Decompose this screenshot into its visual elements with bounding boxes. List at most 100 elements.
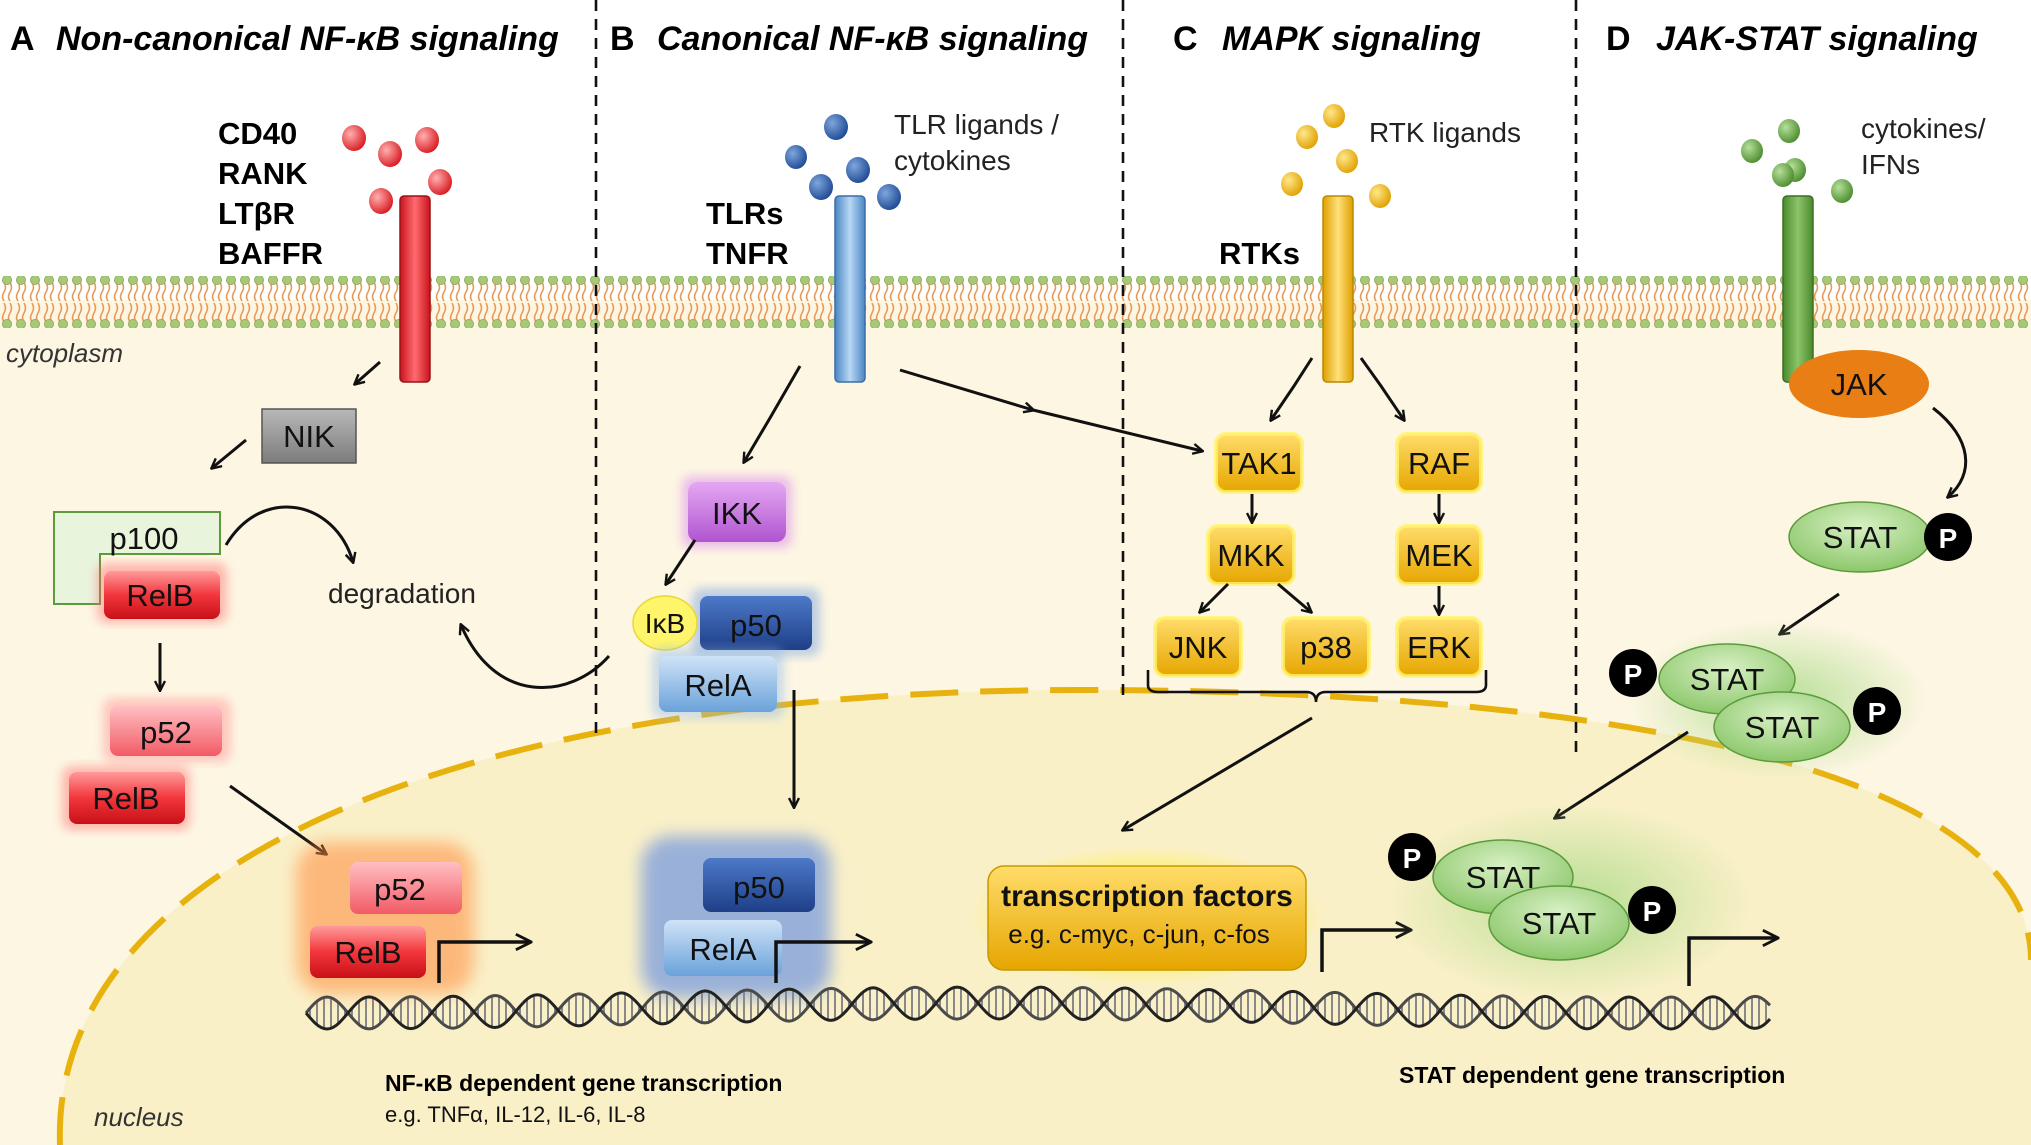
rela-node (664, 920, 782, 976)
p52-label: p52 (140, 715, 192, 750)
panel-d-letter: D (1606, 20, 1631, 58)
ikb-complex: p50 IκB RelA (632, 588, 820, 718)
dna-strand (304, 985, 1772, 1031)
ligand-dot (846, 157, 870, 183)
arrow-nik-to-p100 (212, 438, 247, 468)
phosphate-badge (1853, 687, 1901, 735)
panel-a-title: Non-canonical NF-κB signaling (56, 20, 559, 58)
ligand-dot (1336, 149, 1358, 173)
arrow-ikk-to-ikb (666, 539, 697, 584)
arrow-rtk-to-raf (1359, 357, 1404, 420)
cytoplasm-label: cytoplasm (6, 338, 123, 368)
jnk-label: JNK (1169, 630, 1228, 665)
receptor-a-label-2: RANK (218, 156, 308, 191)
p100-label: p100 (110, 521, 179, 556)
tss-arrow-b (774, 942, 870, 983)
receptor-b-label-2: TNFR (706, 236, 789, 271)
ligand-dot (1772, 163, 1794, 187)
arrow-p100-to-degradation (224, 505, 353, 562)
mkk-label: MKK (1217, 538, 1285, 573)
mek-node (1395, 524, 1483, 586)
stat-label: STAT (1745, 710, 1820, 745)
relb-node (310, 926, 426, 978)
jnk-node (1153, 616, 1243, 678)
arrow-receptor-to-tak1-b (1032, 408, 1202, 451)
erk-label: ERK (1407, 630, 1471, 665)
ligands-a (342, 125, 452, 214)
ligand-c-label: RTK ligands (1369, 117, 1521, 148)
ligand-dot (1323, 104, 1345, 128)
stat-node (1713, 691, 1851, 763)
ligand-dot (824, 114, 848, 140)
arrow-mkk-to-jnk (1200, 582, 1230, 612)
ligand-dot (1296, 125, 1318, 149)
phosphate-label: P (1868, 697, 1887, 728)
arrow-mkk-to-p38 (1277, 582, 1311, 612)
arrow-receptor-to-ikk (744, 365, 802, 462)
stat-node (1488, 885, 1630, 961)
p100-node (53, 511, 221, 605)
stat-caption-title: STAT dependent gene transcription (1399, 1062, 1785, 1088)
arrow-mapk-to-tf (1123, 716, 1313, 830)
stat-dimer-nucleus: STAT STAT P P (1385, 802, 1755, 1002)
ikk-node (688, 482, 786, 542)
ligand-dot (369, 188, 393, 214)
cell-membrane (0, 276, 2031, 328)
ligand-dot (809, 174, 833, 200)
relb-node (104, 571, 220, 619)
ligands-d (1741, 119, 1853, 203)
tf-examples: e.g. c-myc, c-jun, c-fos (1008, 919, 1270, 949)
phosphate-badge (1388, 833, 1436, 881)
stat-phosphorylated: STAT P (1788, 501, 1972, 573)
phosphate-label: P (1939, 523, 1958, 554)
relb-label: RelB (92, 781, 159, 816)
phosphate-label: P (1624, 659, 1643, 690)
phosphate-badge (1628, 886, 1676, 934)
mapk-nodes: TAK1 RAF MKK MEK JNK p38 ERK (1153, 432, 1483, 678)
rela-label: RelA (684, 668, 752, 703)
p52-node (110, 706, 222, 756)
ligands-b (785, 114, 901, 210)
tss-arrow-c (1320, 930, 1410, 972)
panel-b-title: Canonical NF-κB signaling (657, 20, 1088, 58)
receptor-b (834, 195, 866, 383)
receptor-d (1782, 195, 1814, 383)
erk-node (1395, 616, 1483, 678)
ligand-b-label-1: TLR ligands / (894, 109, 1059, 140)
relb-node (69, 772, 185, 824)
tss-arrow-d (1687, 938, 1777, 986)
raf-node (1395, 432, 1483, 494)
ligand-dot (877, 184, 901, 210)
ligand-dot (342, 125, 366, 151)
ligand-dot (378, 141, 402, 167)
nik-node (261, 408, 357, 464)
jak-node (1789, 350, 1929, 418)
ligand-dot (1831, 179, 1853, 203)
ligand-dot (1369, 184, 1391, 208)
ligand-dot (1741, 139, 1763, 163)
p52-relb-cytoplasm: p52 RelB (62, 698, 231, 830)
stat-dimer-cytoplasm: STAT STAT P P (1609, 620, 1928, 780)
phosphate-badge (1924, 513, 1972, 561)
p50-node (700, 596, 812, 650)
transcription-factors: transcription factors e.g. c-myc, c-jun,… (968, 846, 1324, 986)
ligand-d-label-1: cytokines/ (1861, 113, 1986, 144)
relb-label: RelB (334, 935, 401, 970)
mapk-bracket (1146, 670, 1488, 703)
rela-label: RelA (689, 932, 757, 967)
arrow-p52-into-nucleus (229, 784, 326, 854)
tss-arrow-a (437, 942, 530, 983)
ligand-dot (785, 145, 807, 169)
mkk-node (1206, 524, 1296, 586)
p52-relb-nucleus: p52 RelB (296, 842, 474, 994)
phosphate-label: P (1403, 843, 1422, 874)
panel-b-letter: B (610, 20, 635, 58)
panel-a-letter: A (10, 20, 35, 58)
nfkb-caption-examples: e.g. TNFα, IL-12, IL-6, IL-8 (385, 1102, 646, 1127)
panel-c-letter: C (1173, 20, 1198, 58)
rela-node (659, 656, 777, 712)
stat-label: STAT (1690, 662, 1765, 697)
receptor-b-label-1: TLRs (706, 196, 784, 231)
receptor-a (399, 195, 431, 383)
